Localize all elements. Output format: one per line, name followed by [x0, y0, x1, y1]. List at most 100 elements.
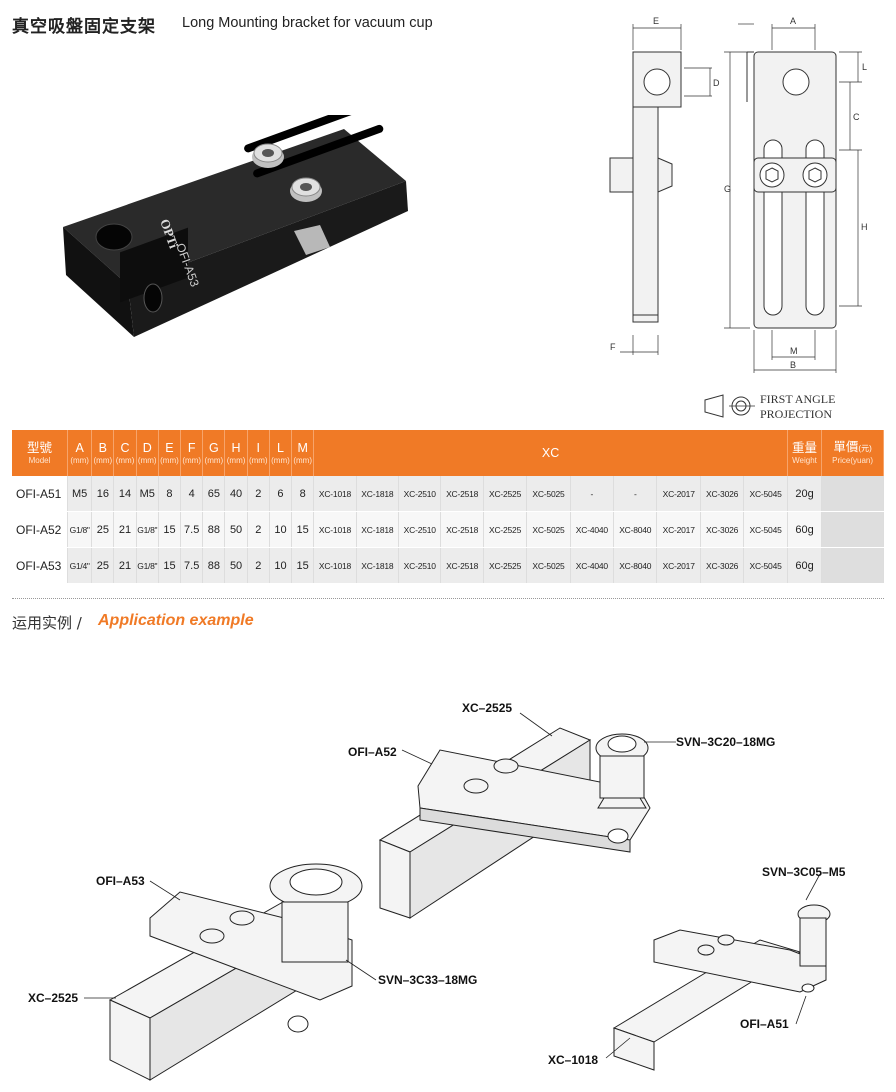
dim-label: M: [790, 346, 798, 356]
dim-label: L: [862, 62, 867, 72]
price-cell: [821, 511, 884, 548]
label-xc2525-top: XC–2525: [462, 701, 512, 715]
product-photo: OFI-A53 OPTi: [63, 115, 408, 337]
dimension-cell: 10: [269, 547, 293, 584]
dimension-cell: 15: [291, 511, 315, 548]
section-divider: [12, 598, 884, 599]
header-col-d: D(mm): [136, 430, 159, 476]
xc-cell: XC-8040: [613, 511, 658, 548]
dim-label: A: [790, 16, 796, 26]
xc-cell: XC-3026: [700, 547, 745, 584]
header-price: 單價(元)Price(yuan): [821, 430, 884, 476]
xc-cell: XC-1818: [356, 547, 400, 584]
dimension-cell: 10: [269, 511, 293, 548]
xc-cell: XC-5045: [743, 511, 788, 548]
dimension-cell: 2: [247, 547, 270, 584]
dimension-cell: 15: [291, 547, 315, 584]
weight-cell: 60g: [787, 511, 823, 548]
dimension-cell: 16: [91, 476, 115, 512]
application-title-en: Application example: [98, 612, 254, 629]
xc-cell: XC-5025: [526, 476, 571, 512]
xc-cell: XC-4040: [570, 511, 615, 548]
xc-cell: XC-1818: [356, 511, 400, 548]
header-col-m: M(mm): [291, 430, 315, 476]
dimension-cell: 21: [113, 547, 137, 584]
xc-cell: XC-2017: [656, 476, 701, 512]
xc-cell: XC-2518: [440, 511, 484, 548]
xc-cell: XC-2510: [398, 511, 442, 548]
dim-label: E: [653, 16, 659, 26]
dimension-cell: 21: [113, 511, 137, 548]
xc-cell: -: [570, 476, 615, 512]
xc-cell: XC-1818: [356, 476, 400, 512]
title-english: Long Mounting bracket for vacuum cup: [182, 15, 433, 31]
model-cell: OFI-A53: [12, 547, 69, 584]
xc-cell: XC-2017: [656, 511, 701, 548]
dimension-cell: 88: [202, 547, 226, 584]
xc-cell: XC-5045: [743, 476, 788, 512]
dim-label: D: [713, 78, 720, 88]
title-chinese: 真空吸盤固定支架: [12, 17, 156, 37]
header-col-i: I(mm): [247, 430, 270, 476]
weight-cell: 20g: [787, 476, 823, 512]
header-col-e: E(mm): [158, 430, 182, 476]
dim-label: H: [861, 222, 868, 232]
dimension-cell: G1/8": [136, 511, 159, 548]
dim-label: F: [610, 342, 616, 352]
dimension-cell: G1/8": [67, 511, 93, 548]
header-col-f: F(mm): [180, 430, 204, 476]
dimension-cell: 40: [224, 476, 248, 512]
application-illustration: XC–2525 OFI–A52 SVN–3C20–18MG OFI–A53 SV…: [28, 701, 846, 1081]
dimension-cell: 6: [269, 476, 293, 512]
projection-icon: [704, 394, 755, 418]
dimension-cell: 25: [91, 547, 115, 584]
label-ofi-a51: OFI–A51: [740, 1017, 789, 1031]
xc-cell: XC-4040: [570, 547, 615, 584]
xc-cell: XC-1018: [313, 511, 357, 548]
header-col-c: C(mm): [113, 430, 137, 476]
dimension-cell: 7.5: [180, 547, 204, 584]
dimension-cell: G1/4": [67, 547, 93, 584]
xc-cell: XC-3026: [700, 476, 745, 512]
dimension-cell: 4: [180, 476, 204, 512]
xc-cell: XC-2525: [483, 547, 528, 584]
label-svn-3c33: SVN–3C33–18MG: [378, 973, 477, 987]
dim-label: B: [790, 360, 796, 370]
header-col-g: G(mm): [202, 430, 226, 476]
label-svn-3c05: SVN–3C05–M5: [762, 865, 846, 879]
xc-cell: XC-2510: [398, 476, 442, 512]
dimension-cell: 65: [202, 476, 226, 512]
xc-cell: XC-5025: [526, 511, 571, 548]
dimension-cell: 25: [91, 511, 115, 548]
xc-cell: XC-2510: [398, 547, 442, 584]
dimension-cell: 8: [158, 476, 182, 512]
dimension-cell: 14: [113, 476, 137, 512]
label-svn-3c20: SVN–3C20–18MG: [676, 735, 775, 749]
xc-cell: XC-1018: [313, 476, 357, 512]
header-xc: XC: [313, 430, 788, 476]
weight-cell: 60g: [787, 547, 823, 584]
header-col-h: H(mm): [224, 430, 248, 476]
dimension-cell: 15: [158, 547, 182, 584]
xc-cell: XC-8040: [613, 547, 658, 584]
label-ofi-a52: OFI–A52: [348, 745, 397, 759]
xc-cell: XC-2525: [483, 511, 528, 548]
price-cell: [821, 476, 884, 512]
header-col-b: B(mm): [91, 430, 115, 476]
dimension-cell: M5: [67, 476, 93, 512]
model-cell: OFI-A51: [12, 476, 69, 512]
xc-cell: XC-2017: [656, 547, 701, 584]
technical-drawing: E A D L C G H F M B: [609, 16, 868, 373]
xc-cell: XC-5025: [526, 547, 571, 584]
label-xc1018: XC–1018: [548, 1053, 598, 1067]
dimension-cell: 2: [247, 511, 270, 548]
label-xc2525-left: XC–2525: [28, 991, 78, 1005]
dimension-cell: 88: [202, 511, 226, 548]
dimension-cell: 50: [224, 547, 248, 584]
